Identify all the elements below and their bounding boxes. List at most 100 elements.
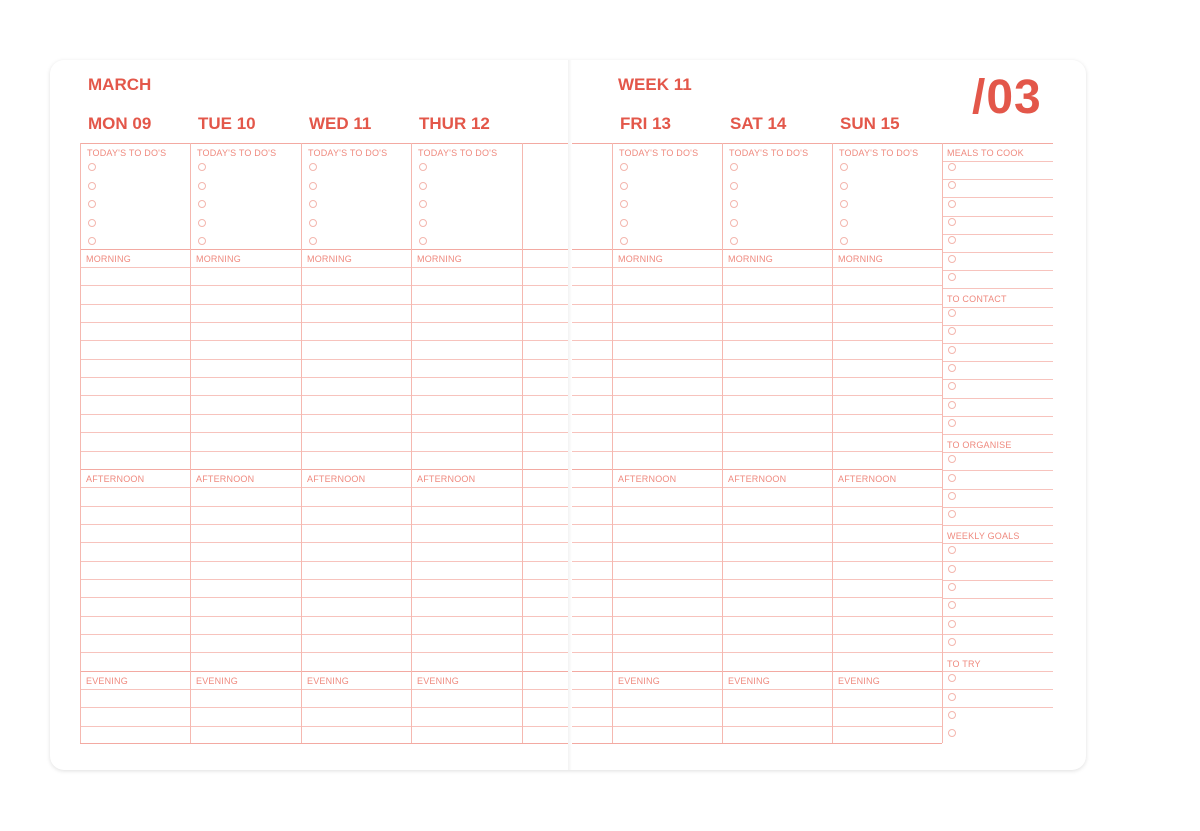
checkbox-circle[interactable] [309,218,317,227]
checkbox-circle[interactable] [948,163,956,171]
checkbox-circle[interactable] [948,619,956,628]
ruled-line [942,707,1053,708]
ruled-line [80,340,568,341]
checkbox-circle[interactable] [948,674,956,683]
checkbox-circle[interactable] [948,601,956,610]
checkbox-circle[interactable] [840,163,848,171]
checkbox-circle[interactable] [948,564,956,573]
ruled-line [80,285,568,286]
checkbox-circle[interactable] [198,218,206,227]
checkbox-circle[interactable] [948,455,956,464]
checkbox-circle[interactable] [948,400,956,409]
checkbox-circle[interactable] [730,163,738,171]
checkbox-circle[interactable] [948,254,956,263]
checkbox-circle[interactable] [840,200,848,208]
checkbox-circle[interactable] [88,200,96,208]
ruled-line [942,689,1053,690]
checkbox-circle[interactable] [309,163,317,171]
checkbox-circle[interactable] [620,200,628,208]
checkbox-circle[interactable] [948,546,956,555]
checkbox-circle[interactable] [948,637,956,646]
ruled-line [80,414,568,415]
checkbox-circle[interactable] [309,200,317,208]
sidebar-section-title: MEALS TO COOK [947,148,1024,158]
morning-label: MORNING [196,254,241,264]
ruled-line [80,395,568,396]
checkbox-circle[interactable] [198,181,206,190]
day-heading: TUE 10 [198,114,256,133]
todo-label: TODAY'S TO DO'S [418,148,498,158]
checkbox-circle[interactable] [840,181,848,190]
checkbox-circle[interactable] [419,200,427,208]
checkbox-circle[interactable] [730,181,738,190]
day-heading: WED 11 [309,114,372,133]
ruled-line [942,561,1053,562]
checkbox-circle[interactable] [948,510,956,519]
checkbox-circle[interactable] [948,491,956,500]
checkbox-circle[interactable] [419,218,427,227]
ruled-line [572,634,942,635]
checkbox-circle[interactable] [88,237,96,245]
ruled-line [942,161,1053,162]
evening-label: EVENING [838,676,880,686]
ruled-line [80,359,568,360]
checkbox-circle[interactable] [620,218,628,227]
checkbox-circle[interactable] [948,418,956,427]
page-gutter [568,60,572,770]
checkbox-circle[interactable] [948,236,956,245]
checkbox-circle[interactable] [419,181,427,190]
checkbox-circle[interactable] [948,382,956,391]
ruled-line [572,524,942,525]
column-divider [612,143,613,743]
checkbox-circle[interactable] [948,729,956,738]
checkbox-circle[interactable] [88,163,96,171]
checkbox-circle[interactable] [948,692,956,701]
ruled-line [80,469,568,470]
checkbox-circle[interactable] [948,364,956,372]
checkbox-circle[interactable] [948,583,956,591]
checkbox-circle[interactable] [730,237,738,245]
todo-label: TODAY'S TO DO'S [87,148,167,158]
checkbox-circle[interactable] [620,163,628,171]
checkbox-circle[interactable] [620,237,628,245]
checkbox-circle[interactable] [309,181,317,190]
checkbox-circle[interactable] [840,237,848,245]
ruled-line [572,689,942,690]
sidebar-section-title: WEEKLY GOALS [947,531,1020,542]
checkbox-circle[interactable] [948,473,956,482]
checkbox-circle[interactable] [198,200,206,208]
checkbox-circle[interactable] [948,181,956,190]
morning-label: MORNING [838,254,883,264]
checkbox-circle[interactable] [840,218,848,227]
ruled-line [942,288,1053,289]
checkbox-circle[interactable] [948,217,956,226]
afternoon-label: AFTERNOON [728,474,787,484]
checkbox-circle[interactable] [948,309,956,318]
checkbox-circle[interactable] [948,272,956,281]
checkbox-circle[interactable] [948,199,956,208]
checkbox-circle[interactable] [419,237,427,245]
checkbox-circle[interactable] [730,218,738,227]
ruled-line [572,506,942,507]
checkbox-circle[interactable] [88,181,96,190]
checkbox-circle[interactable] [620,181,628,190]
checkbox-circle[interactable] [948,710,956,719]
ruled-line [80,506,568,507]
ruled-line [80,616,568,617]
evening-label: EVENING [196,676,238,686]
ruled-line [942,598,1053,599]
checkbox-circle[interactable] [198,237,206,245]
todo-label: TODAY'S TO DO'S [308,148,388,158]
afternoon-label: AFTERNOON [618,474,677,484]
afternoon-label: AFTERNOON [196,474,255,484]
checkbox-circle[interactable] [88,218,96,227]
ruled-line [942,270,1053,271]
checkbox-circle[interactable] [948,327,956,336]
checkbox-circle[interactable] [198,163,206,171]
ruled-line [942,652,1053,653]
checkbox-circle[interactable] [419,163,427,171]
checkbox-circle[interactable] [948,345,956,354]
checkbox-circle[interactable] [309,237,317,245]
ruled-line [80,579,568,580]
checkbox-circle[interactable] [730,200,738,208]
